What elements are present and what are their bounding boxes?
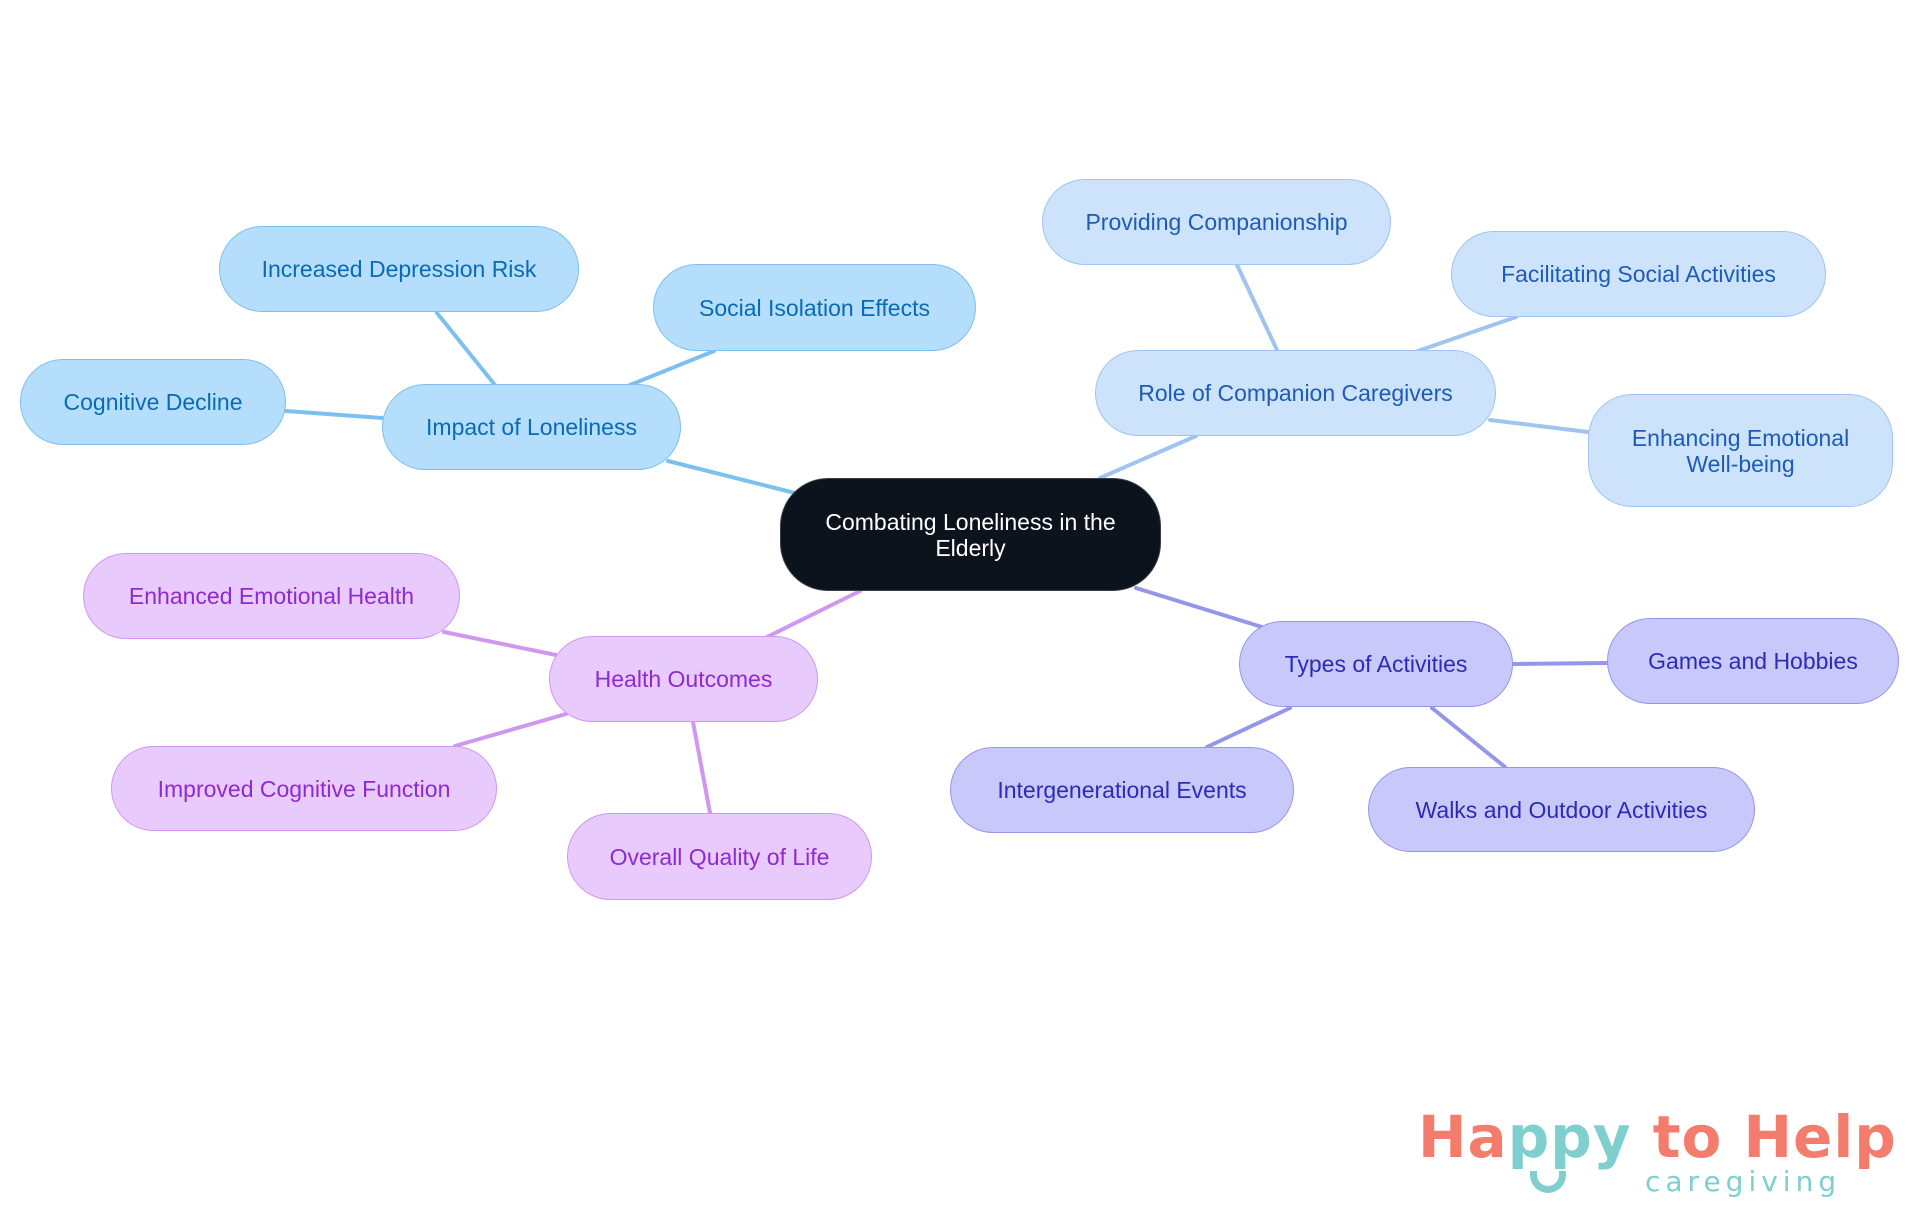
leaf-node-enhancing-emotional-well-being[interactable]: Enhancing Emotional Well-being <box>1588 394 1893 507</box>
leaf-node-facilitating-social-activities[interactable]: Facilitating Social Activities <box>1451 231 1826 317</box>
leaf-node-providing-companionship[interactable]: Providing Companionship <box>1042 179 1391 265</box>
edge-health-quality <box>691 720 712 815</box>
leaf-node-social-isolation-effects[interactable]: Social Isolation Effects <box>653 264 976 351</box>
edge-types-games <box>1511 661 1609 666</box>
edge-root-impact <box>666 459 797 495</box>
edge-root-types <box>1134 586 1264 629</box>
logo-wordmark: Happy to Help <box>1418 1105 1897 1169</box>
branch-label: Health Outcomes <box>594 666 773 692</box>
edge-health-cognitive <box>453 712 568 748</box>
logo-text-ha: Ha <box>1418 1103 1508 1171</box>
leaf-node-walks-and-outdoor-activities[interactable]: Walks and Outdoor Activities <box>1368 767 1755 852</box>
leaf-node-cognitive-decline[interactable]: Cognitive Decline <box>20 359 286 445</box>
leaf-label: Walks and Outdoor Activities <box>1415 796 1708 823</box>
edge-role-facilitating <box>1416 315 1518 353</box>
edge-types-intergenerational <box>1205 706 1292 749</box>
edge-role-enhancing <box>1488 418 1590 434</box>
branch-label: Impact of Loneliness <box>426 414 637 440</box>
leaf-node-improved-cognitive-function[interactable]: Improved Cognitive Function <box>111 746 497 831</box>
leaf-label: Cognitive Decline <box>63 389 243 415</box>
branch-node-health-outcomes[interactable]: Health Outcomes <box>549 636 818 722</box>
leaf-label: Games and Hobbies <box>1648 648 1858 674</box>
edge-root-health <box>765 589 862 639</box>
leaf-node-intergenerational-events[interactable]: Intergenerational Events <box>950 747 1294 833</box>
leaf-node-games-and-hobbies[interactable]: Games and Hobbies <box>1607 618 1899 704</box>
leaf-label: Improved Cognitive Function <box>157 775 451 802</box>
branch-node-types-of-activities[interactable]: Types of Activities <box>1239 621 1513 707</box>
edge-types-walks <box>1430 706 1507 769</box>
root-node-label: Combating Loneliness in the Elderly <box>825 508 1116 561</box>
logo-text-to-help: to Help <box>1631 1103 1897 1171</box>
leaf-label: Facilitating Social Activities <box>1501 261 1776 287</box>
leaf-node-increased-depression-risk[interactable]: Increased Depression Risk <box>219 226 579 312</box>
edge-impact-isolation <box>628 349 716 387</box>
branch-node-role-of-companion-caregivers[interactable]: Role of Companion Caregivers <box>1095 350 1496 436</box>
leaf-label: Providing Companionship <box>1085 209 1348 235</box>
leaf-label: Overall Quality of Life <box>609 843 830 870</box>
leaf-label: Enhanced Emotional Health <box>128 583 415 609</box>
root-node[interactable]: Combating Loneliness in the Elderly <box>780 478 1161 591</box>
branch-label: Role of Companion Caregivers <box>1138 380 1453 406</box>
leaf-label: Intergenerational Events <box>997 777 1247 803</box>
edge-health-emotional <box>442 630 558 657</box>
edge-role-providing <box>1235 263 1279 352</box>
leaf-label: Enhancing Emotional Well-being <box>1631 424 1850 477</box>
leaf-label: Increased Depression Risk <box>261 256 537 282</box>
leaf-label: Social Isolation Effects <box>699 294 930 321</box>
leaf-node-overall-quality-of-life[interactable]: Overall Quality of Life <box>567 813 872 900</box>
logo-text-ppy: ppy <box>1507 1103 1632 1171</box>
branch-label: Types of Activities <box>1284 651 1468 677</box>
smile-icon <box>1530 1171 1566 1193</box>
edge-impact-cognitive <box>284 409 384 420</box>
edge-impact-depression <box>435 311 497 387</box>
leaf-node-enhanced-emotional-health[interactable]: Enhanced Emotional Health <box>83 553 460 639</box>
logo-subtitle: caregiving <box>1645 1165 1842 1198</box>
edge-root-role <box>1098 434 1198 480</box>
branch-node-impact-of-loneliness[interactable]: Impact of Loneliness <box>382 384 681 470</box>
happy-to-help-logo: Happy to Help caregiving <box>1418 1105 1898 1205</box>
